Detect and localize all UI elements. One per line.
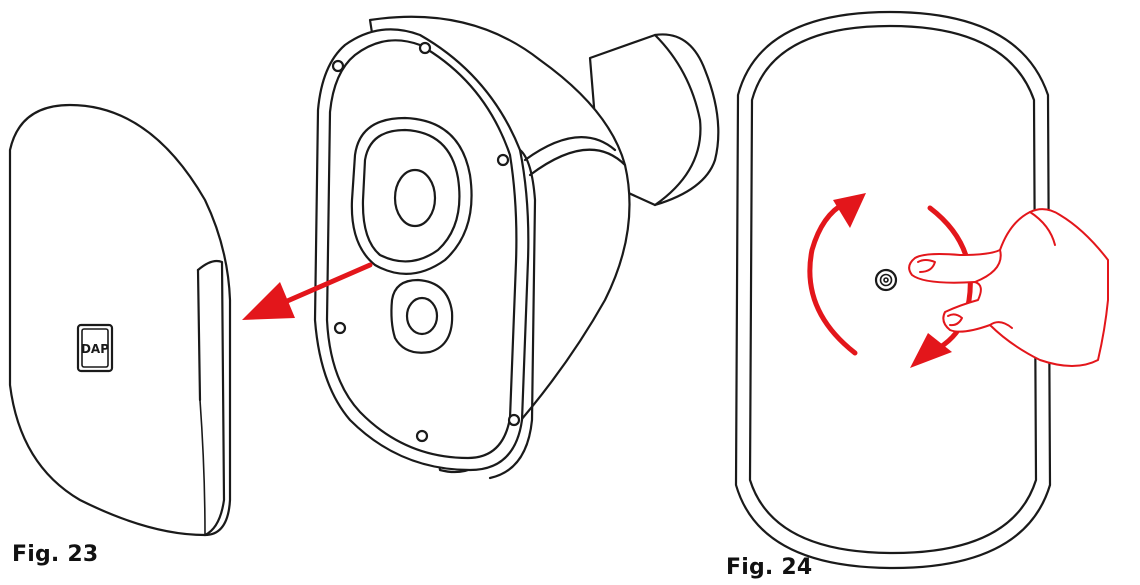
dap-logo-badge: DAP (76, 323, 114, 373)
figure-23-label: Fig. 23 (12, 542, 99, 567)
fig-23-illustration: DAP (8, 15, 720, 537)
remove-arrow-icon (242, 262, 373, 320)
tweeter-driver (390, 278, 454, 354)
dap-logo-text: DAP (81, 342, 109, 356)
speaker-grille (8, 103, 232, 537)
figure-24-label: Fig. 24 (726, 555, 813, 580)
woofer-driver (350, 116, 473, 275)
pointing-hand-icon (908, 208, 1109, 367)
grille-rear-panel (734, 10, 1052, 570)
fig-24-illustration (734, 10, 1109, 570)
baffle-screws (331, 41, 521, 443)
center-screw (874, 268, 898, 292)
